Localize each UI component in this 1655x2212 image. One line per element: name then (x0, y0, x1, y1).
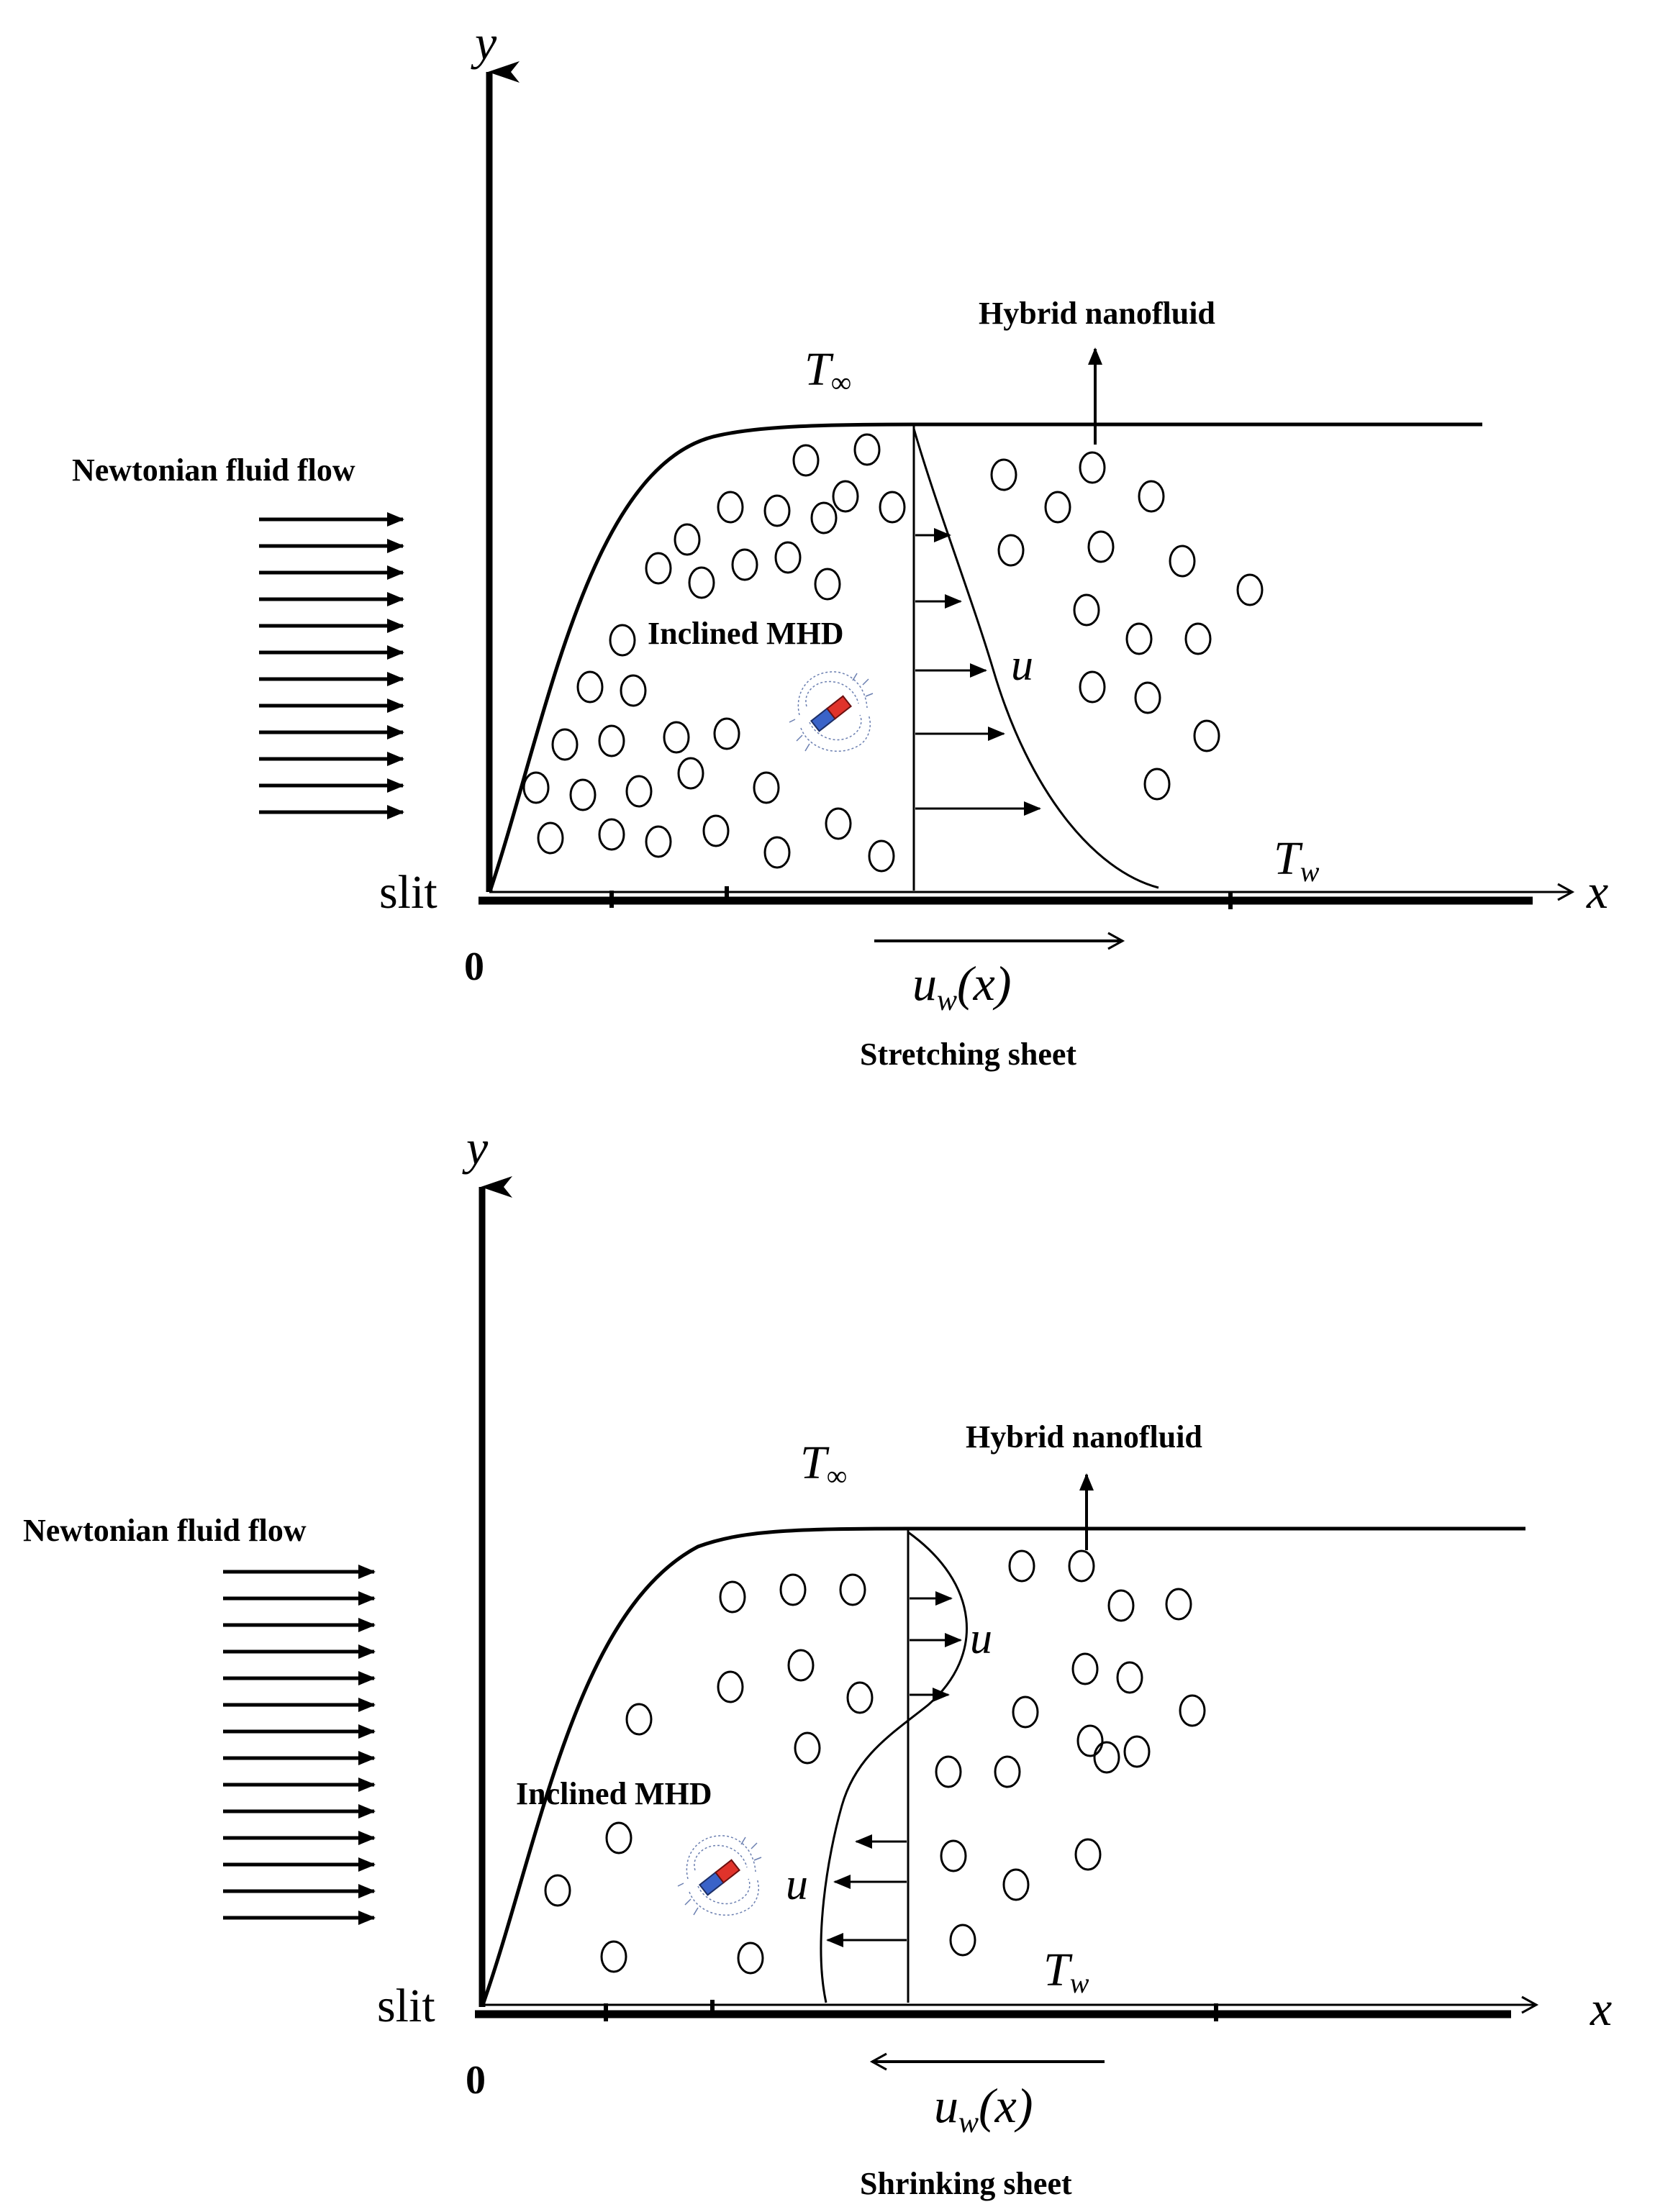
wall-velocity-label: uw(x) (934, 2078, 1033, 2139)
hybrid-nanofluid-label: Hybrid nanofluid (966, 1419, 1202, 1455)
inflow-arrows (259, 512, 404, 819)
boundary-layer-edge (489, 422, 1482, 890)
hybrid-nanofluid-label: Hybrid nanofluid (979, 296, 1215, 331)
velocity-arrows (915, 528, 1041, 816)
mhd-label: Inclined MHD (648, 616, 844, 651)
inflow-arrows (223, 1565, 376, 1925)
boundary-layer-edge (481, 1526, 1525, 2003)
shrinking-panel: y x slit 0 u u (23, 1120, 1612, 2201)
sheet-label: Shrinking sheet (860, 2166, 1072, 2201)
y-axis-label: y (462, 1120, 489, 1175)
y-axis-label: y (471, 15, 497, 70)
origin-label: 0 (464, 945, 484, 989)
t-wall-label: Tw (1043, 1944, 1089, 1999)
velocity-profile-curve (820, 1531, 968, 2003)
t-wall-label: Tw (1274, 832, 1320, 888)
slit-label: slit (377, 1980, 435, 2032)
nanoparticles (522, 433, 1264, 873)
sheet-label: Stretching sheet (860, 1037, 1076, 1072)
origin-label: 0 (466, 2058, 486, 2103)
magnet-icon (789, 670, 874, 752)
t-infinity-label: T∞ (800, 1437, 847, 1492)
newtonian-flow-label: Newtonian fluid flow (23, 1513, 307, 1548)
x-axis-label: x (1590, 1981, 1612, 2036)
wall-velocity-label: uw(x) (912, 956, 1012, 1017)
magnet-icon (677, 1834, 762, 1916)
velocity-label-lower: u (786, 1860, 808, 1909)
nanoparticles (544, 1549, 1206, 1975)
velocity-profile-curve (912, 428, 1159, 889)
velocity-arrows (826, 1591, 962, 1947)
mhd-label: Inclined MHD (516, 1776, 712, 1811)
slit-label: slit (379, 866, 437, 919)
velocity-label-upper: u (970, 1614, 992, 1663)
velocity-label: u (1011, 641, 1033, 690)
stretching-panel: y x slit 0 u (72, 15, 1608, 1072)
x-axis-label: x (1586, 864, 1608, 919)
t-infinity-label: T∞ (804, 343, 851, 399)
newtonian-flow-label: Newtonian fluid flow (72, 452, 355, 488)
